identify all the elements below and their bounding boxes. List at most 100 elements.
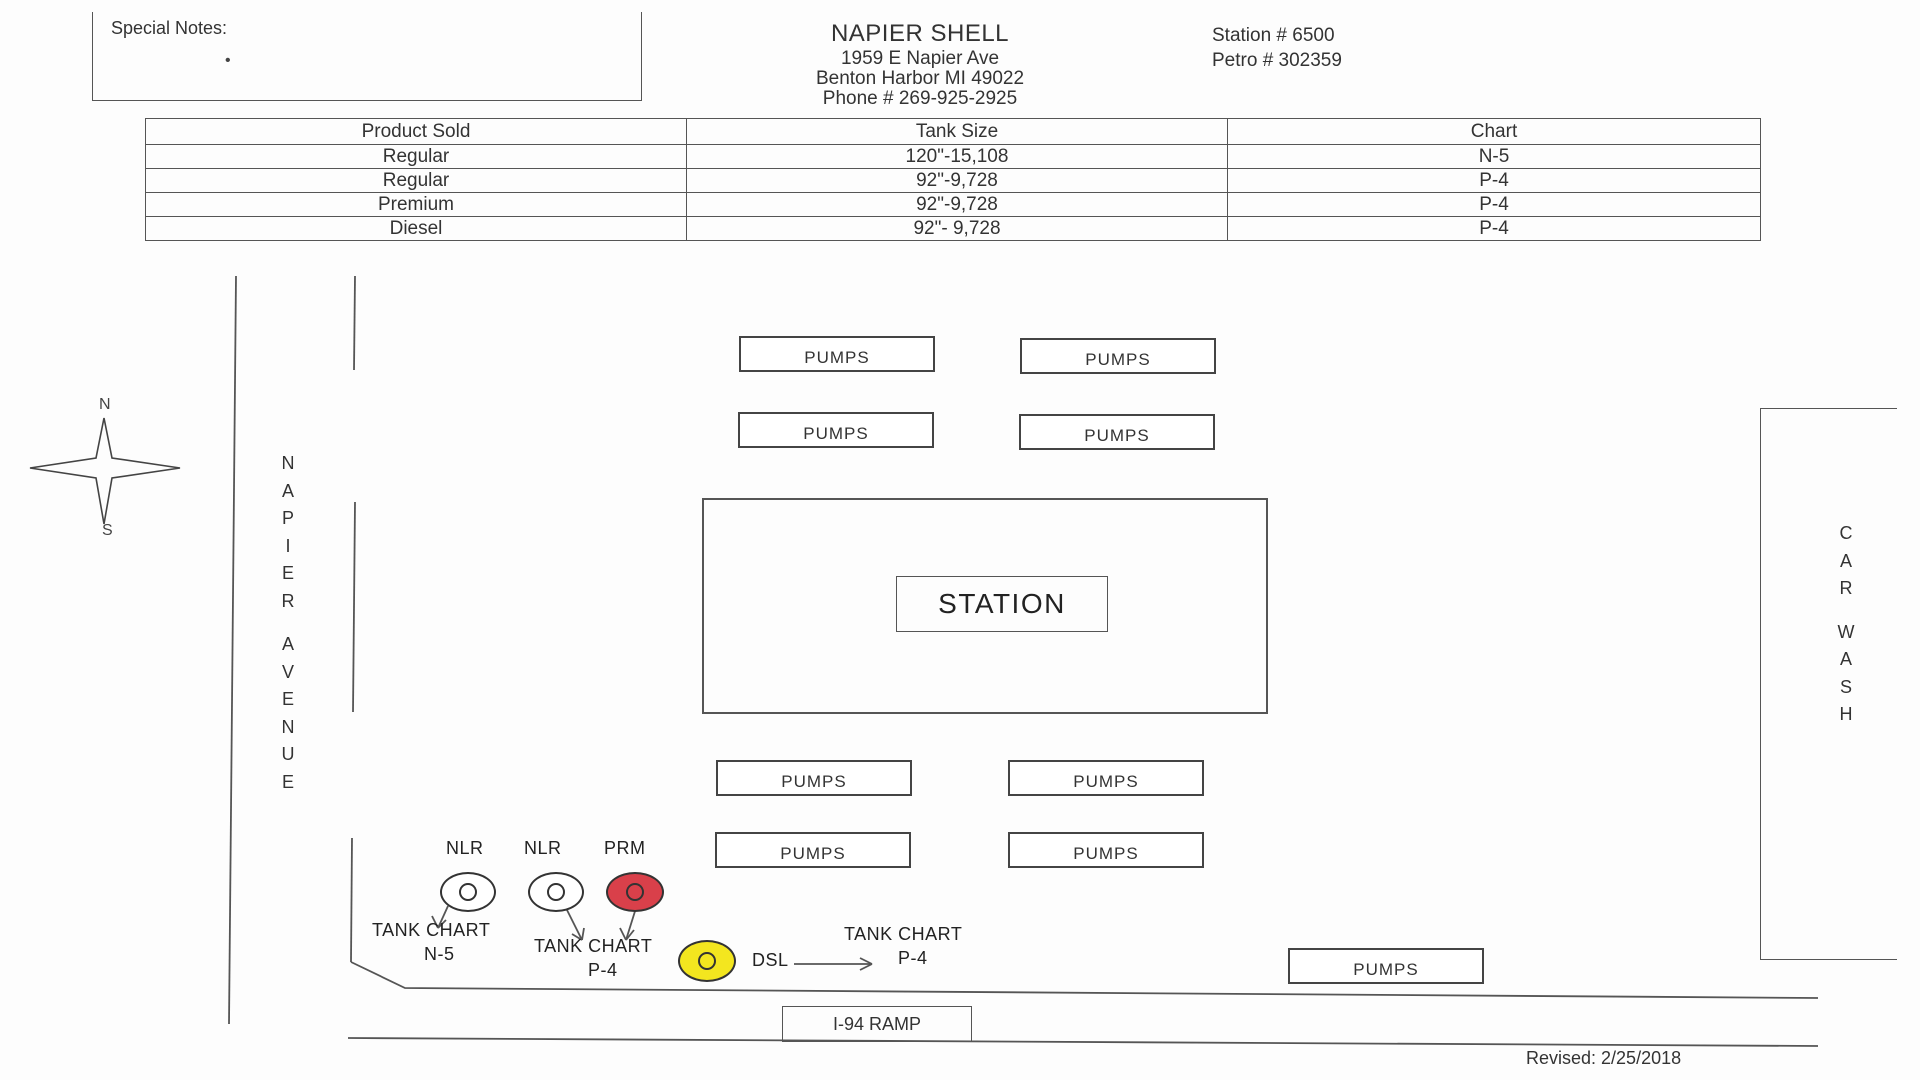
compass-north-label: N: [99, 396, 111, 413]
compass-south-label: S: [102, 522, 113, 539]
tank-chart-code-2: P-4: [588, 960, 618, 980]
column-header-tank-size: Tank Size: [686, 118, 1228, 145]
tank-nlr-1-marker: [440, 872, 496, 912]
car-wash-label-letter: A: [1839, 649, 1852, 669]
arrow-nlr1-head-a: [431, 915, 439, 929]
street-label-letter: N: [281, 453, 295, 473]
pump-island: PUMPS: [716, 760, 912, 796]
arrow-prm-head-b: [625, 929, 635, 941]
pump-label: PUMPS: [1085, 350, 1151, 369]
special-notes-box: Special Notes: •: [92, 12, 642, 101]
arrow-prm: [625, 907, 637, 941]
arrow-nlr1-head-b: [437, 919, 447, 929]
arrow-prm-head-a: [619, 927, 627, 941]
table-row: Premium 92"-9,728 P-4: [145, 192, 1761, 217]
car-wash-building: [1760, 408, 1897, 960]
table-header-row: Product Sold Tank Size Chart: [145, 118, 1761, 145]
tank-dsl-marker: [678, 940, 736, 982]
street-label-letter: E: [281, 689, 294, 709]
tank-label-dsl: DSL: [752, 950, 789, 970]
special-notes-bullet: •: [225, 52, 231, 69]
tank-chart-label-dsl: TANK CHART: [844, 924, 963, 944]
street-left-edge: [228, 275, 237, 1025]
pump-label: PUMPS: [803, 424, 869, 443]
column-header-product: Product Sold: [145, 118, 687, 145]
compass-rose: [29, 417, 181, 525]
car-wash-label-letter: S: [1839, 676, 1852, 697]
car-wash-label-letter: W: [1837, 621, 1855, 642]
tank-label-nlr-2: NLR: [524, 838, 562, 858]
tank-fill-pipe-icon: [547, 883, 565, 901]
street-label-letter: A: [281, 634, 294, 654]
product-cell: Diesel: [145, 216, 687, 241]
petro-number: Petro # 302359: [1212, 50, 1342, 71]
pump-island: PUMPS: [1020, 338, 1216, 374]
i94-ramp-label: I-94 RAMP: [782, 1006, 972, 1042]
tank-fill-pipe-icon: [626, 883, 644, 901]
tank-size-cell: 92"- 9,728: [686, 216, 1228, 241]
tank-nlr-2-marker: [528, 872, 584, 912]
street-label-letter: I: [285, 535, 291, 556]
tank-prm-marker: [606, 872, 664, 912]
pump-island: PUMPS: [738, 412, 934, 448]
pump-label: PUMPS: [781, 772, 847, 791]
table-row: Regular 92"-9,728 P-4: [145, 168, 1761, 193]
tank-chart-label-2: TANK CHART: [534, 936, 653, 956]
tank-fill-pipe-icon: [698, 952, 716, 970]
car-wash-label-letter: A: [1839, 550, 1852, 571]
street-label-letter: E: [281, 563, 294, 583]
lot-bottom-boundary: [350, 961, 1819, 999]
pump-label: PUMPS: [1353, 960, 1419, 979]
phone-number: Phone # 269-925-2925: [822, 88, 1018, 109]
tank-label-nlr-1: NLR: [446, 838, 484, 858]
chart-cell: P-4: [1227, 192, 1761, 217]
pump-island: PUMPS: [715, 832, 911, 868]
tank-fill-pipe-icon: [459, 883, 477, 901]
street-label-letter: R: [281, 590, 295, 611]
lot-edge-upper: [353, 275, 356, 371]
pump-island: PUMPS: [1008, 760, 1204, 796]
pump-label: PUMPS: [780, 844, 846, 863]
product-cell: Regular: [145, 144, 687, 169]
arrow-nlr2-head-b: [581, 927, 585, 941]
street-label-letter: N: [281, 716, 295, 737]
station-label: STATION: [896, 576, 1108, 632]
tank-chart-arrows: [431, 905, 873, 971]
chart-cell: P-4: [1227, 216, 1761, 241]
pump-label: PUMPS: [1084, 426, 1150, 445]
tank-label-prm: PRM: [604, 838, 646, 858]
tank-size-cell: 92"-9,728: [686, 192, 1228, 217]
tank-chart-label-1: TANK CHART: [372, 920, 491, 940]
street-label-letter: P: [281, 508, 294, 528]
pump-island: PUMPS: [1019, 414, 1215, 450]
arrow-nlr2-head-a: [571, 933, 583, 941]
street-label-letter: E: [281, 771, 294, 792]
product-tank-table: Product Sold Tank Size Chart Regular 120…: [145, 118, 1761, 241]
lot-edge-middle: [352, 501, 356, 713]
station-building: [702, 498, 1268, 714]
arrow-nlr1: [437, 905, 449, 929]
tank-chart-code-1: N-5: [424, 944, 455, 964]
arrow-dsl-head-a: [859, 957, 873, 965]
pump-label: PUMPS: [1073, 772, 1139, 791]
pump-island: PUMPS: [739, 336, 935, 372]
street-label-letter: U: [281, 744, 295, 764]
table-row: Regular 120"-15,108 N-5: [145, 144, 1761, 169]
revised-date: Revised: 2/25/2018: [1526, 1048, 1682, 1068]
product-cell: Regular: [145, 168, 687, 193]
pump-label: PUMPS: [804, 348, 870, 367]
street-label-letter: A: [281, 480, 294, 501]
pump-island: PUMPS: [1288, 948, 1484, 984]
car-wash-label-letter: H: [1839, 704, 1853, 724]
street-address: 1959 E Napier Ave: [840, 48, 1000, 69]
table-row: Diesel 92"- 9,728 P-4: [145, 216, 1761, 241]
ramp-road-line: [347, 1037, 1819, 1047]
product-cell: Premium: [145, 192, 687, 217]
arrow-nlr2: [565, 907, 583, 941]
column-header-chart: Chart: [1227, 118, 1761, 145]
car-wash-label-letter: C: [1839, 523, 1853, 543]
